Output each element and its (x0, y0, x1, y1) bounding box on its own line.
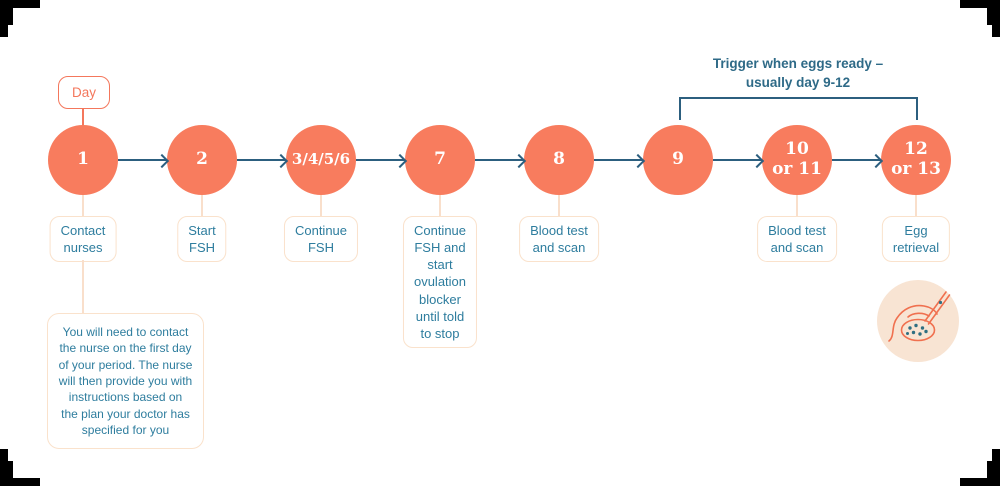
contact-nurse-note: You will need to contact the nurse on th… (47, 313, 204, 450)
day-circle-9: 9 (643, 125, 713, 195)
connector-line (201, 195, 203, 216)
connector-line (320, 195, 322, 216)
connector-line (82, 195, 84, 216)
day-circle-10-11: 10 or 11 (762, 125, 832, 195)
corner-mark-icon (0, 446, 40, 486)
arrow-right-icon (594, 159, 643, 161)
corner-mark-icon (960, 446, 1000, 486)
day-tag: Day (58, 76, 110, 109)
trigger-bracket-right-end (916, 97, 918, 120)
connector-line (439, 195, 441, 216)
trigger-annotation: Trigger when eggs ready – usually day 9-… (712, 56, 884, 90)
arrow-right-icon (475, 159, 524, 161)
trigger-bracket-left-end (679, 97, 681, 120)
step-label-start-fsh: Start FSH (177, 216, 227, 263)
day-circle-7: 7 (405, 125, 475, 195)
day-circle-2: 2 (167, 125, 237, 195)
arrow-right-icon (713, 159, 762, 161)
connector-line (82, 260, 84, 313)
arrow-right-icon (118, 159, 167, 161)
connector-line (558, 195, 560, 216)
step-label-continue-fsh: Continue FSH (283, 216, 359, 263)
day-circle-12-13: 12 or 13 (881, 125, 951, 195)
step-label-blood-test-scan-2: Blood test and scan (757, 216, 837, 263)
arrow-right-icon (237, 159, 286, 161)
day-circle-8: 8 (524, 125, 594, 195)
corner-mark-icon (960, 0, 1000, 40)
connector-line (915, 195, 917, 216)
corner-mark-icon (0, 0, 40, 37)
day-circle-3456: 3/4/5/6 (286, 125, 356, 195)
day-circle-1: 1 (48, 125, 118, 195)
step-label-contact-nurses: Contact nurses (49, 216, 117, 263)
trigger-bracket (679, 97, 918, 99)
egg-retrieval-icon (877, 280, 959, 362)
arrow-right-icon (356, 159, 405, 161)
step-label-blood-test-scan: Blood test and scan (519, 216, 599, 263)
day-tag-connector (82, 108, 84, 130)
connector-line (796, 195, 798, 216)
step-label-egg-retrieval: Egg retrieval (881, 216, 951, 263)
arrow-right-icon (832, 159, 881, 161)
step-label-ovulation-blocker: Continue FSH and start ovulation blocker… (402, 216, 478, 349)
